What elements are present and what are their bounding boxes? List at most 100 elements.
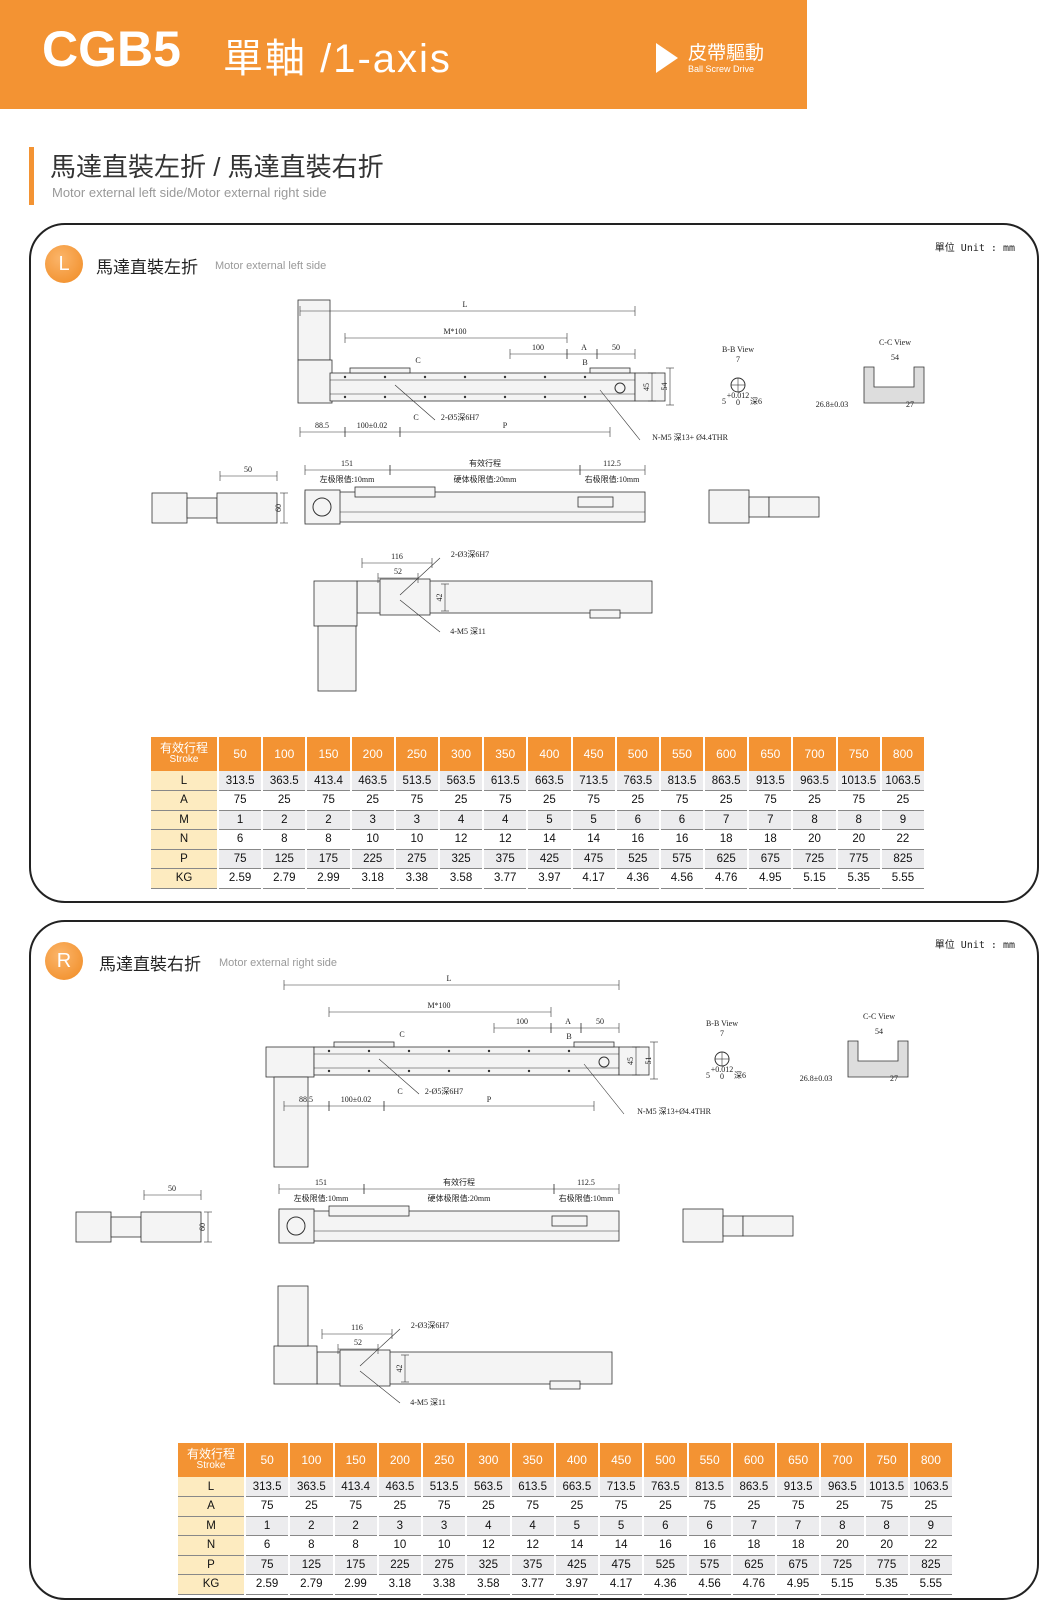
table-cell: 20 [836,829,882,850]
table-cell: 4.56 [687,1574,733,1595]
table-cell: 275 [394,849,440,869]
table-cell: 12 [466,1535,512,1556]
stroke-column-header: 300 [438,737,485,771]
table-cell: 25 [466,1496,512,1517]
stroke-column-header: 700 [792,737,838,771]
stroke-column-header: 150 [306,737,352,771]
table-cell: 5.15 [792,868,838,889]
table-cell: 6 [218,829,264,850]
unit-label: 單位 Unit : mm [934,940,1015,951]
table-cell: 463.5 [377,1477,424,1497]
table-cell: 413.4 [306,771,352,791]
table-cell: 563.5 [466,1477,512,1497]
table-cell: 25 [731,1496,778,1517]
stroke-column-header: 300 [466,1443,512,1477]
stroke-column-header: 200 [350,737,396,771]
table-cell: 5.55 [880,868,927,889]
table-cell: 3.97 [527,868,573,889]
table-cell: 75 [599,1496,645,1517]
table-cell: 713.5 [599,1477,645,1497]
table-cell: 863.5 [704,771,750,791]
table-cell: 75 [218,849,264,869]
table-cell: 25 [377,1496,424,1517]
stroke-column-header: 100 [262,737,308,771]
table-cell: 4 [510,1516,556,1536]
table-cell: 525 [615,849,661,869]
table-cell: 2.59 [218,868,264,889]
table-cell: 10 [394,829,440,850]
table-cell: 763.5 [643,1477,689,1497]
row-label: KG [151,868,219,889]
table-cell: 375 [483,849,529,869]
table-cell: 14 [571,829,617,850]
table-cell: 713.5 [571,771,617,791]
table-cell: 75 [659,790,706,811]
stroke-header-en: Stroke [196,1460,226,1472]
stroke-column-header: 350 [510,1443,556,1477]
table-cell: 5 [554,1516,601,1536]
table-cell: 6 [687,1516,733,1536]
table-cell: 375 [510,1555,556,1575]
table-cell: 575 [659,849,706,869]
table-cell: 4.36 [643,1574,689,1595]
table-cell: 3.77 [510,1574,556,1595]
table-cell: 16 [615,829,661,850]
table-cell: 513.5 [422,1477,468,1497]
stroke-header-cn: 有效行程 [159,741,208,756]
play-triangle-icon [656,43,678,73]
stroke-column-header: 500 [615,737,661,771]
table-cell: 9 [908,1516,955,1536]
table-cell: 675 [776,1555,822,1575]
table-cell: 20 [864,1535,910,1556]
table-cell: 4.95 [748,868,794,889]
table-cell: 8 [820,1516,866,1536]
table-cell: 8 [262,829,308,850]
table-cell: 75 [218,790,264,811]
table-cell: 75 [836,790,882,811]
table-cell: 3.58 [466,1574,512,1595]
row-label: M [178,1516,246,1536]
stroke-column-header: 550 [687,1443,733,1477]
table-cell: 6 [245,1535,291,1556]
row-label: A [151,790,219,811]
table-cell: 3 [350,810,396,830]
table-cell: 5 [599,1516,645,1536]
stroke-column-header: 600 [731,1443,778,1477]
stroke-column-header: 750 [836,737,882,771]
table-cell: 4 [438,810,485,830]
table-cell: 5.35 [864,1574,910,1595]
table-cell: 3.18 [377,1574,424,1595]
stroke-header-en: Stroke [169,754,199,766]
table-cell: 463.5 [350,771,396,791]
table-cell: 18 [704,829,750,850]
table-cell: 2 [262,810,308,830]
section-subtitle: Motor external left side/Motor external … [52,185,327,200]
table-cell: 813.5 [687,1477,733,1497]
table-cell: 663.5 [554,1477,601,1497]
stroke-header-cn: 有效行程 [186,1447,235,1462]
table-cell: 22 [908,1535,955,1556]
table-cell: 25 [554,1496,601,1517]
table-cell: 5.55 [908,1574,955,1595]
table-cell: 6 [643,1516,689,1536]
table-cell: 863.5 [731,1477,778,1497]
row-label: L [151,771,219,791]
table-cell: 4.95 [776,1574,822,1595]
badge-l: L [45,245,83,283]
stroke-column-header: 800 [880,737,927,771]
table-cell: 3.97 [554,1574,601,1595]
table-cell: 3.58 [438,868,485,889]
table-cell: 363.5 [289,1477,335,1497]
row-label: A [178,1496,246,1517]
table-cell: 5 [527,810,573,830]
table-cell: 25 [438,790,485,811]
